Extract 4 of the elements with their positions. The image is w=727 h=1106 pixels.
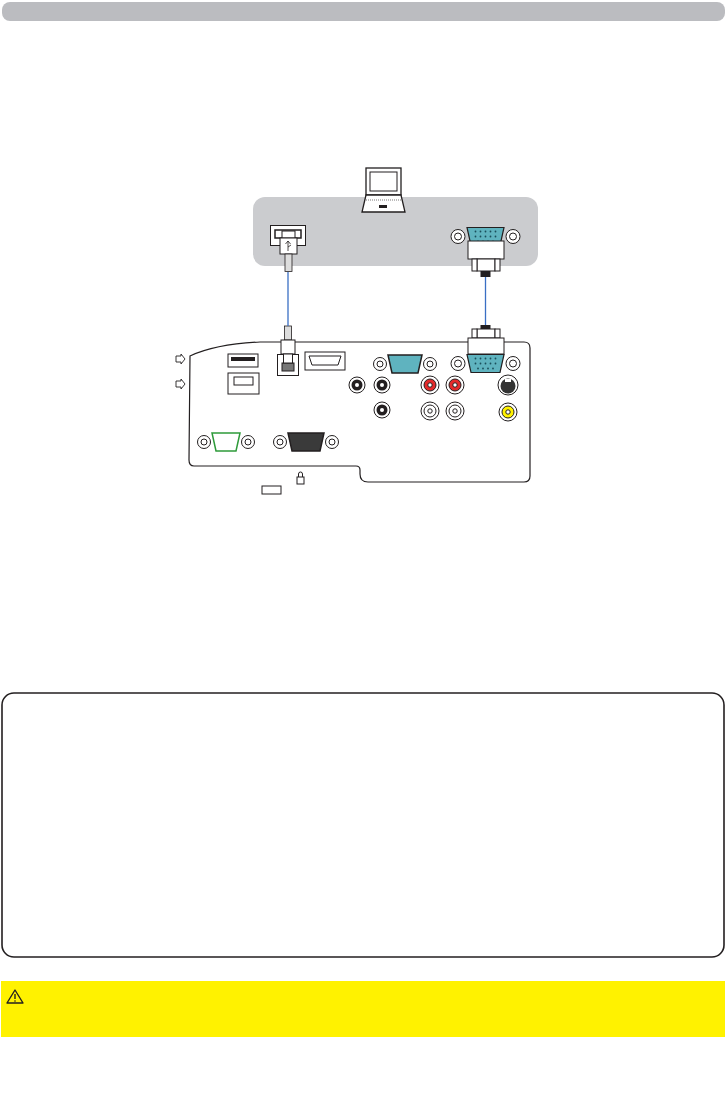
cable bbox=[287, 271, 289, 327]
cable bbox=[484, 276, 487, 326]
usb-port bbox=[277, 326, 299, 376]
usb-port bbox=[270, 225, 306, 272]
